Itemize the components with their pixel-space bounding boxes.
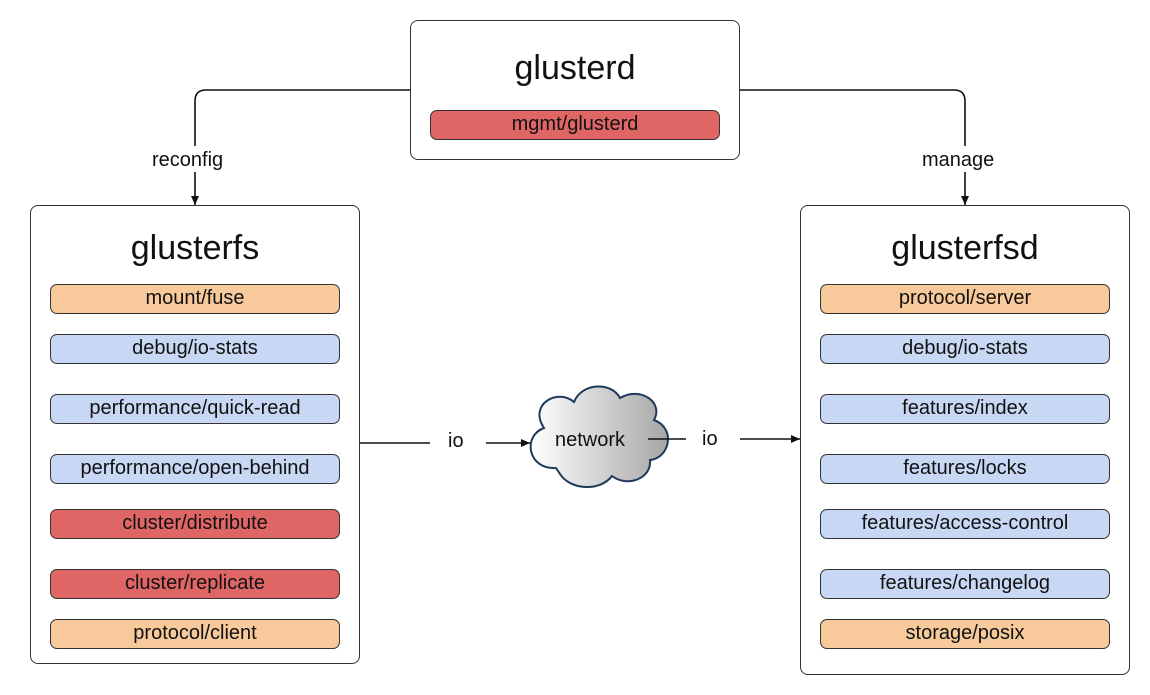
glusterfsd-layer-debug-io-stats: debug/io-stats — [820, 334, 1110, 364]
network-cloud-shape — [529, 385, 669, 489]
glusterfs-layer-cluster-replicate: cluster/replicate — [50, 569, 340, 599]
glusterd-box: glusterd mgmt/glusterd — [410, 20, 740, 160]
glusterfsd-layer-storage-posix: storage/posix — [820, 619, 1110, 649]
reconfig-connector — [194, 89, 410, 146]
glusterfsd-title: glusterfsd — [891, 229, 1039, 267]
glusterfsd-box: glusterfsd protocol/server debug/io-stats… — [800, 205, 1130, 675]
glusterfsd-layer-features-index: features/index — [820, 394, 1110, 424]
network-label: network — [554, 429, 626, 451]
glusterfsd-layer-features-access-control: features/access-control — [820, 509, 1110, 539]
manage-label: manage — [920, 148, 997, 172]
glusterfs-layer-cluster-distribute: cluster/distribute — [50, 509, 340, 539]
glusterfsd-layer-protocol-server: protocol/server — [820, 284, 1110, 314]
glusterfs-layer-debug-io-stats: debug/io-stats — [50, 334, 340, 364]
glusterfsd-layer-features-changelog: features/changelog — [820, 569, 1110, 599]
glusterfs-layer-performance-quick-read: performance/quick-read — [50, 394, 340, 424]
glusterd-title: glusterd — [514, 49, 636, 87]
io-left-label: io — [446, 429, 466, 453]
glusterfs-layer-performance-open-behind: performance/open-behind — [50, 454, 340, 484]
reconfig-label: reconfig — [150, 148, 226, 172]
glusterfs-title: glusterfs — [130, 229, 260, 267]
glusterfs-layer-protocol-client: protocol/client — [50, 619, 340, 649]
glusterfs-layer-mount-fuse: mount/fuse — [50, 284, 340, 314]
io-right-label: io — [700, 427, 720, 451]
glusterfs-box: glusterfs mount/fuse debug/io-stats perfor… — [30, 205, 360, 664]
manage-connector — [740, 89, 966, 146]
glusterd-layer-mgmt-glusterd: mgmt/glusterd — [430, 110, 720, 140]
glusterfsd-layer-features-locks: features/locks — [820, 454, 1110, 484]
